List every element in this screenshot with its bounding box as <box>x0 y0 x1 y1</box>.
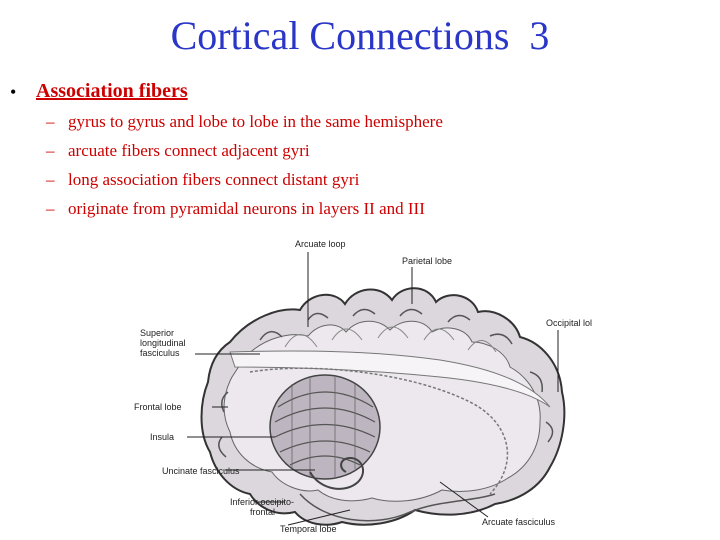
label-arcuate-loop: Arcuate loop <box>295 239 346 249</box>
sub-bullet-text: arcuate fibers connect adjacent gyri <box>68 141 310 160</box>
slide-title: Cortical Connections 3 <box>170 13 550 58</box>
brain-association-fibers-illustration: Arcuate loop Parietal lobe Occipital lol… <box>134 239 592 534</box>
arcuate-fasciculus <box>249 367 509 495</box>
bullet-association-fibers: • Association fibers <box>10 80 710 106</box>
label-insula: Insula <box>150 432 174 442</box>
label-frontal-lobe: Frontal lobe <box>134 402 182 412</box>
temporal-lobe <box>299 493 496 522</box>
insula-region <box>269 374 381 480</box>
label-inferior-2: frontal <box>250 507 275 517</box>
bullet-marker: • <box>10 82 17 102</box>
label-uncinate-fasciculus: Uncinate fasciculus <box>162 466 240 476</box>
label-arcuate-fasciculus: Arcuate fasciculus <box>482 517 556 527</box>
bullet-list: • Association fibers – gyrus to gyrus an… <box>10 80 710 222</box>
sub-bullet: – originate from pyramidal neurons in la… <box>10 193 710 222</box>
sub-bullet-text: gyrus to gyrus and lobe to lobe in the s… <box>68 112 443 131</box>
sub-bullet-text: long association fibers connect distant … <box>68 170 360 189</box>
sub-bullet: – long association fibers connect distan… <box>10 164 710 193</box>
arcuate-loop-fibers <box>284 326 497 353</box>
sub-bullet-marker: – <box>46 170 55 189</box>
sub-bullet-marker: – <box>46 112 55 131</box>
uncinate-fasciculus <box>309 456 365 490</box>
bullet-heading: Association fibers <box>36 80 188 102</box>
label-parietal-lobe: Parietal lobe <box>402 256 452 266</box>
label-temporal-lobe: Temporal lobe <box>280 524 337 534</box>
label-occipital-lobe: Occipital lol <box>546 318 592 328</box>
sub-bullet-marker: – <box>46 141 55 160</box>
sub-bullet-text: originate from pyramidal neurons in laye… <box>68 199 425 218</box>
gyri-folds <box>218 308 554 458</box>
sub-bullet-marker: – <box>46 199 55 218</box>
sub-bullet: – gyrus to gyrus and lobe to lobe in the… <box>10 106 710 135</box>
label-superior-1: Superior <box>140 328 174 338</box>
label-superior-2: longitudinal <box>140 338 186 348</box>
sub-bullet: – arcuate fibers connect adjacent gyri <box>10 135 710 164</box>
label-superior-3: fasciculus <box>140 348 180 358</box>
label-inferior-1: Inferior occipito- <box>230 497 294 507</box>
label-leaders <box>187 252 559 526</box>
